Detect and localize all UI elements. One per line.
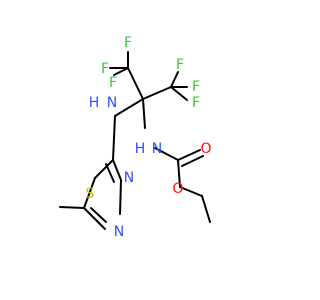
atom-f5: F — [176, 57, 184, 73]
bond-ring-c2-n3-double — [105, 163, 115, 183]
bond-ring-c2-s — [94, 159, 114, 179]
bond-nh-carbonyl — [154, 147, 179, 161]
atom-nh-right-n: N — [152, 141, 162, 157]
bonds — [59, 51, 211, 230]
bond-ring-c5-n4 — [83, 207, 106, 230]
bond-ring-n3-n4 — [119, 179, 122, 215]
bond-nh-ring — [112, 115, 116, 161]
atom-f4: F — [192, 79, 200, 95]
atom-o-carbonyl: O — [200, 141, 211, 157]
bond-ring-c5-n4-double — [90, 207, 107, 223]
molecule-structure: F F F F F F H N H N O O S N N — [59, 35, 212, 240]
bond-ch2-ch3 — [201, 195, 211, 223]
bond-co-double-a — [177, 149, 201, 161]
atom-f3: F — [109, 75, 117, 91]
bond-c-oester — [177, 159, 181, 188]
bond-center-nh-right — [142, 98, 146, 129]
atom-s-ring: S — [86, 186, 95, 202]
atom-n-ring-lower: N — [114, 224, 124, 240]
atom-f6: F — [192, 95, 200, 111]
bond-co-double-b — [181, 155, 204, 167]
atom-n-ring-upper: N — [124, 170, 134, 186]
bond-ring-c2-n3 — [112, 159, 122, 181]
bond-oester-ch2 — [179, 186, 203, 197]
bond-center-nh-left — [114, 98, 144, 117]
bond-cf3left-center — [127, 67, 144, 100]
bond-cf3left-f3 — [113, 67, 129, 76]
atom-o-ester: O — [172, 181, 183, 197]
bond-c5-methyl — [59, 206, 85, 209]
atom-f2: F — [124, 35, 132, 51]
bond-cf3right-f5 — [170, 71, 179, 88]
atom-nh-left-h: H — [89, 95, 100, 111]
molecule-canvas: F F F F F F H N H N O O S N N — [59, 35, 212, 240]
atom-nh-right-h: H — [135, 141, 146, 157]
atom-f1: F — [101, 61, 109, 77]
atom-labels: F F F F F F H N H N O O S N N — [86, 35, 212, 240]
bond-ring-s-c5 — [83, 177, 96, 209]
bond-cf3right-center — [142, 86, 172, 100]
bond-cf3right-f6 — [170, 86, 188, 101]
atom-nh-left-n: N — [107, 95, 117, 111]
